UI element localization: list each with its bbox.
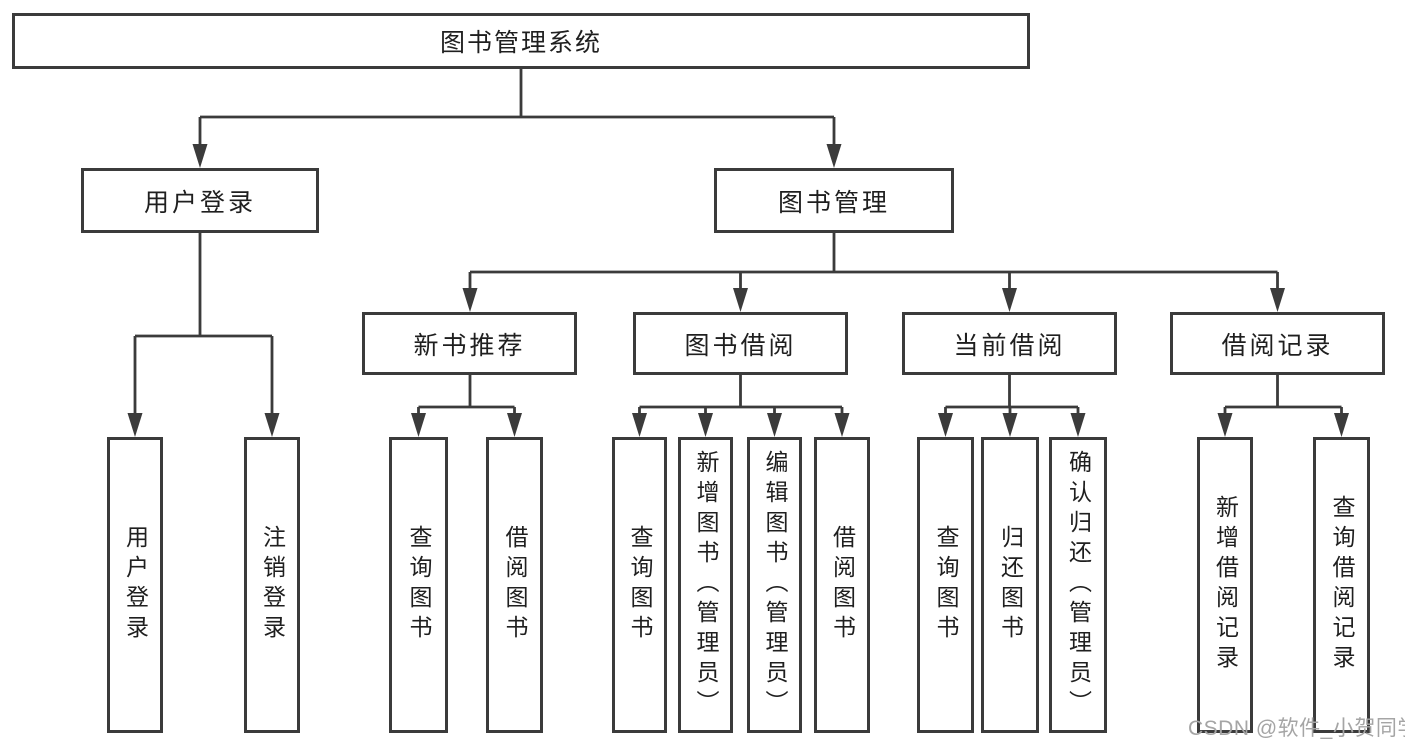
node-label: 借阅图书 [502, 525, 528, 645]
leaf-user-login: 用户登录 [107, 437, 163, 733]
node-label: 借阅记录 [1221, 331, 1334, 360]
arrowhead [127, 413, 143, 437]
node-label: 借阅图书 [829, 525, 856, 645]
arrowhead [938, 413, 953, 437]
arrowhead [462, 288, 478, 312]
leaf-logout: 注销登录 [244, 437, 300, 733]
leaf-query-books-recommend: 查询图书 [389, 437, 448, 733]
node-label: 归还图书 [997, 525, 1024, 645]
arrowhead [767, 413, 782, 437]
leaf-borrow-books: 借阅图书 [814, 437, 870, 733]
arrowhead [264, 413, 280, 437]
node-new-book-recommendation: 新书推荐 [362, 312, 577, 375]
arrowhead [192, 144, 208, 168]
leaf-add-borrow-record: 新增借阅记录 [1197, 437, 1253, 733]
csdn-watermark: CSDN @软件_小贺同学 [1188, 717, 1405, 740]
arrowhead [632, 413, 647, 437]
node-label: 图书管理 [777, 188, 890, 217]
node-label: 图书借阅 [684, 331, 797, 360]
arrowhead [1270, 288, 1285, 312]
node-label: 新增借阅记录 [1212, 495, 1239, 675]
leaf-query-borrow-record: 查询借阅记录 [1313, 437, 1370, 733]
node-current-borrowing: 当前借阅 [902, 312, 1117, 375]
node-borrowing-records: 借阅记录 [1170, 312, 1385, 375]
leaf-query-books-current: 查询图书 [917, 437, 974, 733]
node-book-management: 图书管理 [714, 168, 954, 233]
node-label: 用户登录 [122, 525, 149, 645]
arrowhead [1217, 413, 1233, 437]
node-label: 查询图书 [406, 525, 432, 645]
node-label: 编辑图书（管理员） [762, 450, 788, 720]
node-book-borrowing: 图书借阅 [633, 312, 848, 375]
arrowhead [1002, 288, 1017, 312]
arrowhead [826, 144, 842, 168]
leaf-return-books: 归还图书 [981, 437, 1039, 733]
arrowhead [834, 413, 850, 437]
node-label: 确认归还（管理员） [1065, 450, 1092, 720]
arrowhead [698, 413, 713, 437]
node-label: 新增图书（管理员） [693, 450, 719, 720]
leaf-add-books-admin: 新增图书（管理员） [678, 437, 733, 733]
arrowhead [1070, 413, 1086, 437]
node-label: 查询借阅记录 [1329, 495, 1355, 675]
node-label: 查询图书 [627, 525, 653, 645]
node-label: 新书推荐 [413, 331, 526, 360]
leaf-edit-books-admin: 编辑图书（管理员） [747, 437, 802, 733]
arrowhead [733, 288, 748, 312]
node-label: 注销登录 [259, 525, 286, 645]
node-label: 图书管理系统 [439, 29, 602, 57]
arrowhead [507, 413, 522, 437]
leaf-query-books-borrow: 查询图书 [612, 437, 667, 733]
node-label: 用户登录 [143, 188, 256, 217]
leaf-borrow-books-recommend: 借阅图书 [486, 437, 543, 733]
arrowhead [411, 413, 426, 437]
arrowhead [1334, 413, 1349, 437]
node-user-login: 用户登录 [81, 168, 319, 233]
leaf-confirm-return-admin: 确认归还（管理员） [1049, 437, 1107, 733]
node-label: 当前借阅 [953, 331, 1066, 360]
arrowhead [1002, 413, 1018, 437]
node-label: 查询图书 [933, 525, 959, 645]
node-library-management-system: 图书管理系统 [12, 13, 1030, 69]
